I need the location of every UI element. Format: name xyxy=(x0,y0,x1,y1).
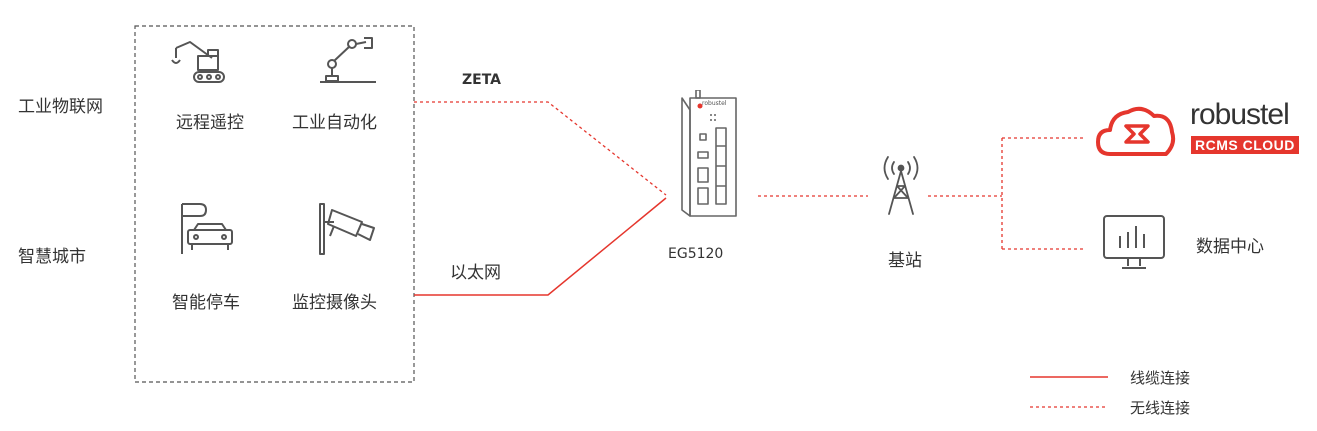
data-center-label: 数据中心 xyxy=(1196,237,1264,257)
category-iiot: 工业物联网 xyxy=(18,97,103,117)
zeta-wireless-line xyxy=(414,101,667,196)
base-station-label: 基站 xyxy=(888,251,922,271)
link-zeta-label: ZETA xyxy=(462,72,502,88)
device-smart-parking: 智能停车 xyxy=(172,293,240,313)
gateway-name: EG5120 xyxy=(668,246,724,262)
cloud-product-name: RCMS CLOUD xyxy=(1191,136,1299,154)
legend-wireless-label: 无线连接 xyxy=(1130,399,1191,417)
camera-icon xyxy=(319,203,375,255)
gateway-brand-tiny: robustel xyxy=(702,100,727,107)
device-camera: 监控摄像头 xyxy=(292,293,377,313)
device-remote-control: 远程遥控 xyxy=(176,113,244,133)
excavator-icon xyxy=(171,41,225,83)
category-smart-city: 智慧城市 xyxy=(18,247,86,267)
ethernet-wired-line xyxy=(414,197,667,296)
link-ethernet-label: 以太网 xyxy=(450,263,501,283)
gateway-device-icon xyxy=(681,90,737,217)
parking-icon xyxy=(181,203,233,254)
device-automation: 工业自动化 xyxy=(292,113,377,133)
base-station-icon xyxy=(883,156,919,215)
cloud-icon xyxy=(1096,106,1176,156)
monitor-icon xyxy=(1103,215,1165,269)
cloud-brand-name: robustel xyxy=(1190,98,1290,131)
device-group-box xyxy=(134,25,415,383)
robot-arm-icon xyxy=(320,37,376,83)
legend-wired-label: 线缆连接 xyxy=(1130,369,1191,387)
